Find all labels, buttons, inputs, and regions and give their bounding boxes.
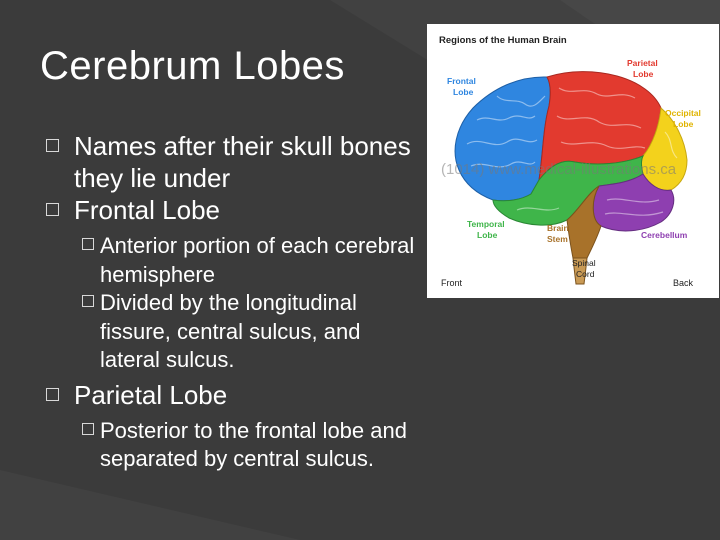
brain-drawing [454,71,688,285]
gyri-texture [466,87,678,216]
sub-bullet-text: Anterior portion of each cerebral hemisp… [100,233,415,287]
label-back: Back [673,278,694,288]
sub-bullet-text: Posterior to the frontal lobe and separa… [100,417,407,472]
sub-bullet-text: Divided by the longitudinal fissure, cen… [100,290,361,372]
label-frontal-line2: Lobe [453,87,474,97]
square-bullet-icon [46,203,59,216]
label-spinal-line2: Cord [576,269,595,279]
spinal-cord [572,257,588,285]
label-parietal-line2: Lobe [633,69,654,79]
label-front: Front [441,278,463,288]
label-occipital-line1: Occipital [665,108,701,118]
label-frontal-line1: Frontal [447,76,476,86]
square-bullet-icon [46,387,59,401]
sub-bullet-item: Divided by the longitudinal fissure, cen… [46,289,426,375]
brain-regions-figure: Regions of the Human Brain [427,24,719,298]
label-temporal-line1: Temporal [467,219,505,229]
bullet-text: Names after their skull bones they lie u… [74,131,411,193]
square-bullet-icon [82,238,94,250]
label-parietal-line1: Parietal [627,58,658,68]
brain-stem [566,185,602,259]
label-cerebellum: Cerebellum [641,230,688,240]
label-brainstem-line2: Stem [547,234,568,244]
label-temporal-line2: Lobe [477,230,498,240]
square-bullet-icon [82,295,94,307]
bullet-item: Parietal Lobe [46,379,426,411]
bullet-text: Frontal Lobe [74,195,220,225]
slide-title: Cerebrum Lobes [40,44,345,88]
brain-illustration: Regions of the Human Brain [439,35,701,288]
sub-bullet-item: Posterior to the frontal lobe and separa… [46,417,426,474]
label-occipital-line2: Lobe [673,119,694,129]
label-brainstem-line1: Brain [547,223,569,233]
bullet-item: Names after their skull bones they lie u… [46,130,426,194]
sub-bullet-item: Anterior portion of each cerebral hemisp… [46,232,426,289]
bullet-item: Frontal Lobe [46,194,426,226]
bullet-list: Names after their skull bones they lie u… [46,130,426,474]
figure-heading: Regions of the Human Brain [439,35,567,46]
bullet-text: Parietal Lobe [74,379,228,410]
watermark-text: (1014) www.medical-illustrations.ca [441,161,677,178]
label-spinal-line1: Spinal [572,258,596,268]
square-bullet-icon [46,139,59,152]
square-bullet-icon [82,422,94,435]
